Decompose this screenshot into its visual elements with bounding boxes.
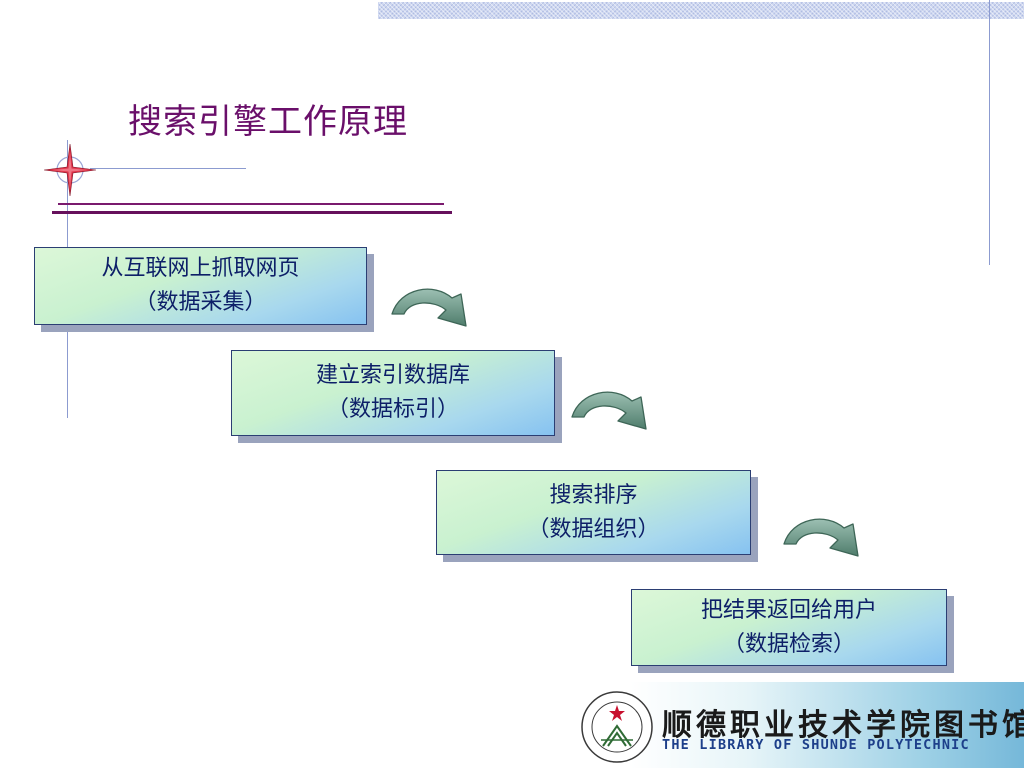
compass-star-icon	[44, 144, 96, 196]
step-label: 从互联网上抓取网页	[101, 256, 300, 281]
top-decorative-band	[378, 2, 1024, 19]
step-sublabel: （数据采集）	[134, 290, 267, 315]
step-crawl-box: 从互联网上抓取网页 （数据采集）	[34, 247, 367, 325]
curved-arrow-down-icon	[571, 391, 647, 430]
step-rank-box: 搜索排序 （数据组织）	[436, 470, 751, 555]
slide-title: 搜索引擎工作原理	[128, 102, 408, 142]
step-sublabel: （数据组织）	[527, 516, 660, 542]
step-label: 搜索排序	[549, 482, 638, 508]
step-return-box: 把结果返回给用户 （数据检索）	[631, 589, 947, 666]
library-name-en: THE LIBRARY OF SHUNDE POLYTECHNIC	[662, 737, 970, 753]
step-index-box: 建立索引数据库 （数据标引）	[231, 350, 555, 436]
library-name-cn: 顺德职业技术学院图书馆	[662, 708, 1024, 743]
step-label: 建立索引数据库	[315, 363, 470, 388]
title-accent-line	[90, 168, 246, 169]
curved-arrow-down-icon	[783, 518, 859, 557]
curved-arrow-down-icon	[391, 288, 467, 327]
title-underline-bottom	[52, 211, 452, 214]
library-seal-logo	[581, 691, 653, 763]
title-underline-top	[58, 203, 444, 205]
footer-banner	[630, 682, 1024, 768]
step-label: 把结果返回给用户	[700, 597, 877, 623]
right-vertical-line	[989, 0, 990, 265]
step-sublabel: （数据检索）	[722, 631, 855, 657]
step-sublabel: （数据标引）	[326, 397, 459, 422]
